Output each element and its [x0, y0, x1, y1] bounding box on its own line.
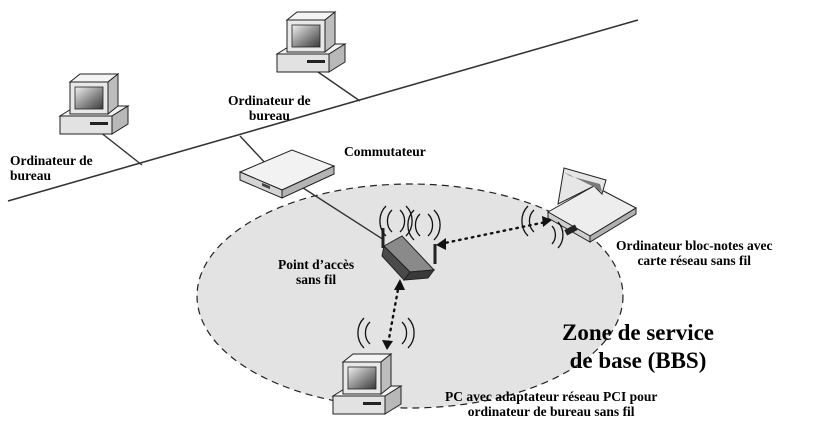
label-zone: Zone de service de base (BBS): [562, 320, 715, 373]
wireless-router-icon: [381, 228, 437, 281]
desktop-computer-icon: [332, 353, 402, 415]
radio-waves-icon: [357, 205, 564, 349]
label-desktop-top: Ordinateur de bureau: [228, 93, 311, 124]
bss-zone: [196, 183, 624, 409]
wireless-link-pc: [386, 282, 401, 346]
label-laptop: Ordinateur bloc-notes avec carte réseau …: [616, 238, 773, 269]
desktop-computer-icon: [59, 73, 129, 135]
cable-desktop-left: [99, 131, 143, 166]
wireless-link-laptop: [438, 220, 548, 246]
label-switch: Commutateur: [344, 144, 426, 159]
desktop-computer-icon: [276, 11, 346, 73]
label-desktop-left: Ordinateur de bureau: [10, 153, 93, 184]
network-switch-icon: [238, 149, 336, 199]
label-access-point: Point d’accès sans fil: [278, 257, 355, 288]
laptop-icon: [546, 167, 638, 243]
cable-switch: [239, 135, 269, 167]
label-pci-pc: PC avec adaptateur réseau PCI pour ordin…: [445, 389, 658, 420]
backbone-cable: [7, 19, 639, 202]
cable-desktop-top: [317, 71, 361, 102]
cable-switch-ap: [299, 185, 385, 241]
